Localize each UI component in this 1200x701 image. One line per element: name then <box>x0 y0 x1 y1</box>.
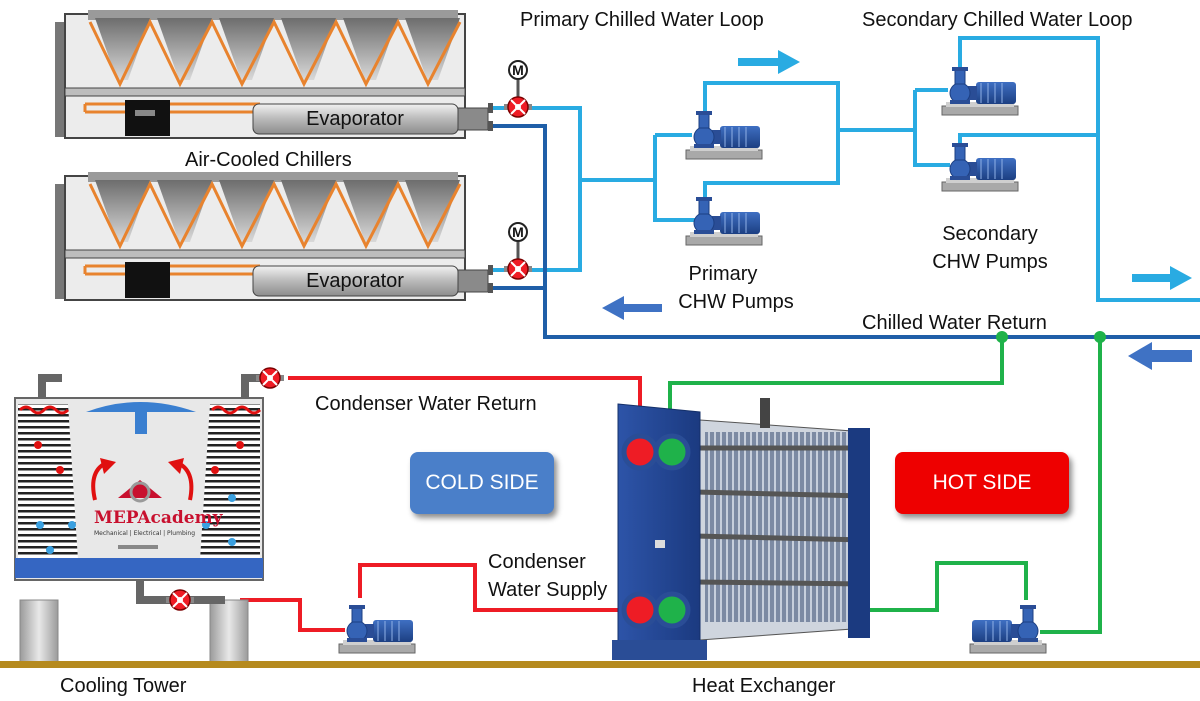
valve-motor-label-1: M <box>512 62 524 78</box>
plate-heat-exchanger <box>612 398 870 660</box>
chilled-water-supply-piping <box>493 36 1200 302</box>
condenser-water-pump <box>338 604 416 654</box>
air-cooled-chiller-2 <box>55 172 493 301</box>
mepacademy-logo-tagline: Mechanical | Electrical | Plumbing <box>94 530 196 537</box>
primary-pumps-label-line2: CHW Pumps <box>678 291 794 313</box>
cold-side-badge: COLD SIDE <box>410 452 554 514</box>
primary-chw-pump-2 <box>685 196 763 246</box>
chilled-water-return-label: Chilled Water Return <box>862 312 1047 334</box>
cooling-tower <box>14 374 264 663</box>
condenser-water-supply-label-line1: Condenser <box>488 551 586 573</box>
supply-flow-arrow-icon <box>738 50 800 74</box>
hot-side-badge: HOT SIDE <box>895 452 1069 514</box>
valve-motor-label-2: M <box>512 224 524 240</box>
secondary-chw-pump-1 <box>941 66 1019 116</box>
air-cooled-chiller-1 <box>55 10 493 139</box>
primary-pumps-label-line1: Primary <box>688 263 758 285</box>
chilled-water-return-piping <box>493 124 1200 339</box>
ground-line <box>0 661 1200 668</box>
chiller-1-motorized-valve <box>503 60 533 118</box>
return-in-arrow-icon <box>1128 342 1192 370</box>
secondary-chw-pump-2 <box>941 142 1019 192</box>
junction-dot-1 <box>996 331 1008 343</box>
mepacademy-logo-text: MEPAcademy <box>94 508 223 528</box>
junction-dot-2 <box>1094 331 1106 343</box>
air-cooled-chillers-label: Air-Cooled Chillers <box>185 149 352 171</box>
evaporator-label-1: Evaporator <box>306 108 404 130</box>
hx-chilled-water-pump <box>969 604 1047 654</box>
cooling-tower-return-valve <box>255 367 285 389</box>
primary-chw-pump-1 <box>685 110 763 160</box>
evaporator-label-2: Evaporator <box>306 270 404 292</box>
cooling-tower-label: Cooling Tower <box>60 675 187 697</box>
secondary-pumps-label-line2: CHW Pumps <box>932 251 1048 273</box>
condenser-water-supply-label-line2: Water Supply <box>488 579 608 601</box>
primary-loop-label: Primary Chilled Water Loop <box>520 9 764 31</box>
secondary-pumps-label-line1: Secondary <box>942 223 1038 245</box>
condenser-water-return-label: Condenser Water Return <box>315 393 537 415</box>
chiller-2-motorized-valve <box>503 222 533 280</box>
cooling-tower-supply-valve <box>165 589 195 611</box>
return-flow-arrow-icon <box>602 296 662 320</box>
heat-exchanger-label: Heat Exchanger <box>692 675 836 697</box>
supply-out-arrow-icon <box>1132 266 1192 290</box>
secondary-loop-label: Secondary Chilled Water Loop <box>862 9 1133 31</box>
